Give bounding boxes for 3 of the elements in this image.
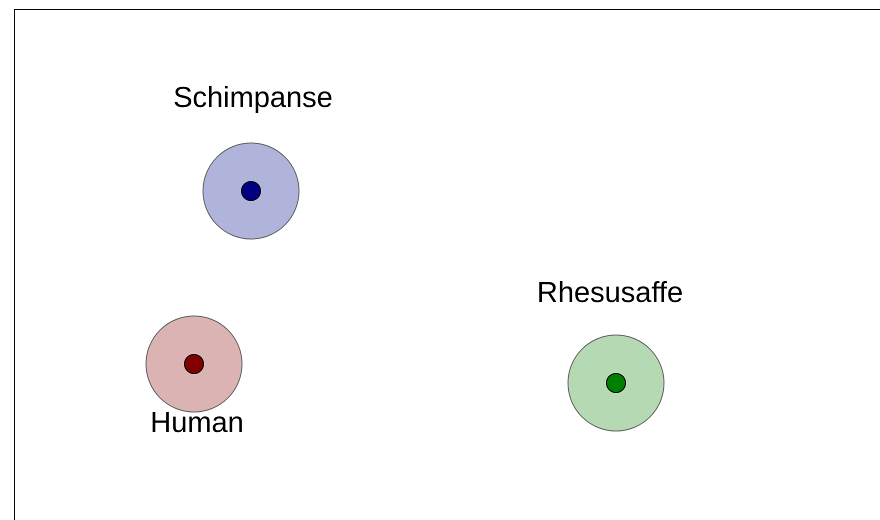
species-label: Human [149, 406, 245, 440]
species-label: Schimpanse [172, 81, 334, 115]
species-label: Rhesusaffe [536, 276, 684, 310]
